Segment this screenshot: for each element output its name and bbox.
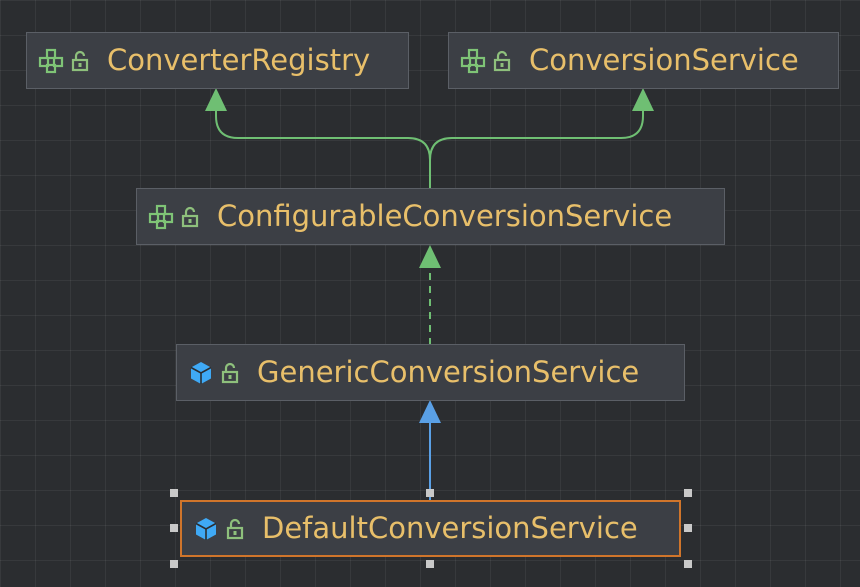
selection-handle-bottom-middle[interactable] [426,560,434,568]
node-label: ConfigurableConversionService [217,199,673,233]
unlock-icon [69,47,91,75]
node-converter-registry[interactable]: ConverterRegistry [26,32,409,89]
node-default-conversion-service[interactable]: DefaultConversionService [180,500,681,557]
unlock-icon [179,203,201,231]
node-label: ConversionService [529,43,799,77]
interface-icon [459,47,487,75]
class-icon [187,359,215,387]
unlock-icon [219,359,241,387]
selection-handle-bottom-left[interactable] [170,560,178,568]
edge-arrowhead-generic [419,400,441,423]
selection-handle-top-right[interactable] [684,489,692,497]
selection-handle-top-left[interactable] [170,489,178,497]
node-label: DefaultConversionService [262,511,638,545]
interface-icon [147,203,175,231]
node-label: GenericConversionService [257,355,640,389]
interface-icon [37,47,65,75]
node-configurable-conversion-service[interactable]: ConfigurableConversionService [136,188,725,245]
node-label: ConverterRegistry [107,43,371,77]
edge-arrowhead-converter-registry [205,88,227,111]
edge-configurable-to-conversion-service [429,108,644,188]
node-generic-conversion-service[interactable]: GenericConversionService [176,344,685,401]
selection-handle-bottom-right[interactable] [684,560,692,568]
edge-arrowhead-configurable [419,245,441,268]
unlock-icon [224,515,246,543]
node-conversion-service[interactable]: ConversionService [448,32,839,89]
selection-handle-middle-right[interactable] [684,524,692,532]
edge-configurable-to-converter-registry [215,108,431,188]
selection-handle-top-middle[interactable] [426,489,434,497]
edge-arrowhead-conversion-service [632,88,654,111]
class-icon [192,515,220,543]
unlock-icon [491,47,513,75]
selection-handle-middle-left[interactable] [170,524,178,532]
